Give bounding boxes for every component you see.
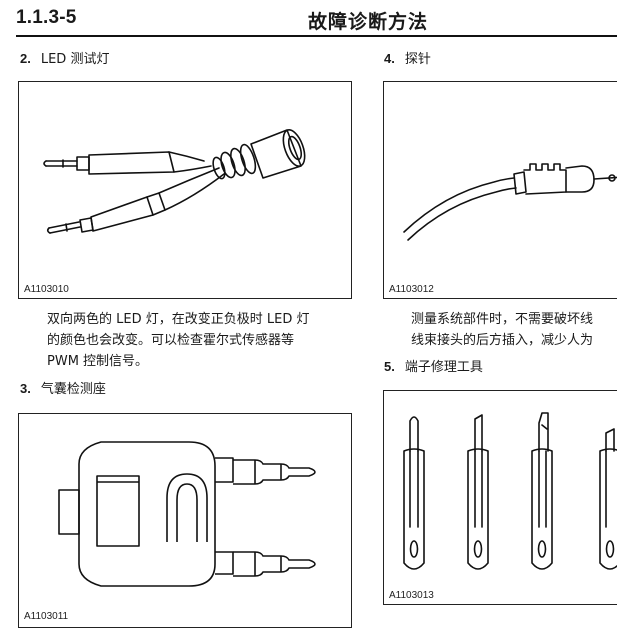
- item-heading-terminal-repair-tools: 5. 端子修理工具: [384, 359, 483, 376]
- item-number: 3.: [20, 381, 31, 396]
- item-title: LED 测试灯: [40, 52, 110, 67]
- description-line: 测量系统部件时，不需要破坏线: [411, 312, 594, 327]
- item-heading-probe: 4. 探针: [384, 51, 431, 68]
- airbag-test-socket-illustration: [58, 441, 316, 587]
- item-number: 4.: [384, 51, 395, 66]
- figure-id: A1103013: [389, 590, 434, 601]
- item-number: 5.: [384, 359, 395, 374]
- figure-led-test-light: A1103010: [18, 81, 352, 299]
- figure-id: A1103012: [389, 284, 434, 295]
- item-title: 气囊检测座: [40, 382, 106, 397]
- section-title: 故障诊断方法: [308, 11, 429, 33]
- section-number: 1.1.3-5: [16, 7, 77, 28]
- led-test-light-illustration: [43, 129, 306, 234]
- figure-id: A1103011: [24, 611, 69, 622]
- description-line: 线束接头的后方插入，减少人为: [411, 333, 594, 348]
- figure-id: A1103010: [24, 284, 69, 295]
- figure-airbag-test-socket: A1103011: [18, 413, 352, 628]
- figure-terminal-repair-tools: A1103013: [383, 390, 617, 605]
- description-line: 的颜色也会改变。可以检查霍尔式传感器等: [47, 333, 295, 348]
- description-probe: 测量系统部件时，不需要破坏线 线束接头的后方插入，减少人为: [411, 309, 593, 351]
- probe-illustration: [403, 163, 617, 241]
- terminal-repair-tools-illustration: [403, 412, 617, 570]
- description-led-test-light: 双向两色的 LED 灯，在改变正负极时 LED 灯 的颜色也会改变。可以检查霍尔…: [47, 309, 309, 372]
- description-line: PWM 控制信号。: [47, 354, 149, 369]
- item-heading-airbag-test-socket: 3. 气囊检测座: [20, 381, 106, 398]
- description-line: 双向两色的 LED 灯，在改变正负极时 LED 灯: [47, 312, 310, 327]
- item-title: 探针: [404, 52, 431, 67]
- item-title: 端子修理工具: [404, 360, 483, 375]
- page-header: 1.1.3-5 故障诊断方法: [0, 0, 617, 38]
- item-number: 2.: [20, 51, 31, 66]
- header-rule: [16, 35, 617, 37]
- figure-probe: A1103012: [383, 81, 617, 299]
- item-heading-led-test-light: 2. LED 测试灯: [20, 51, 109, 68]
